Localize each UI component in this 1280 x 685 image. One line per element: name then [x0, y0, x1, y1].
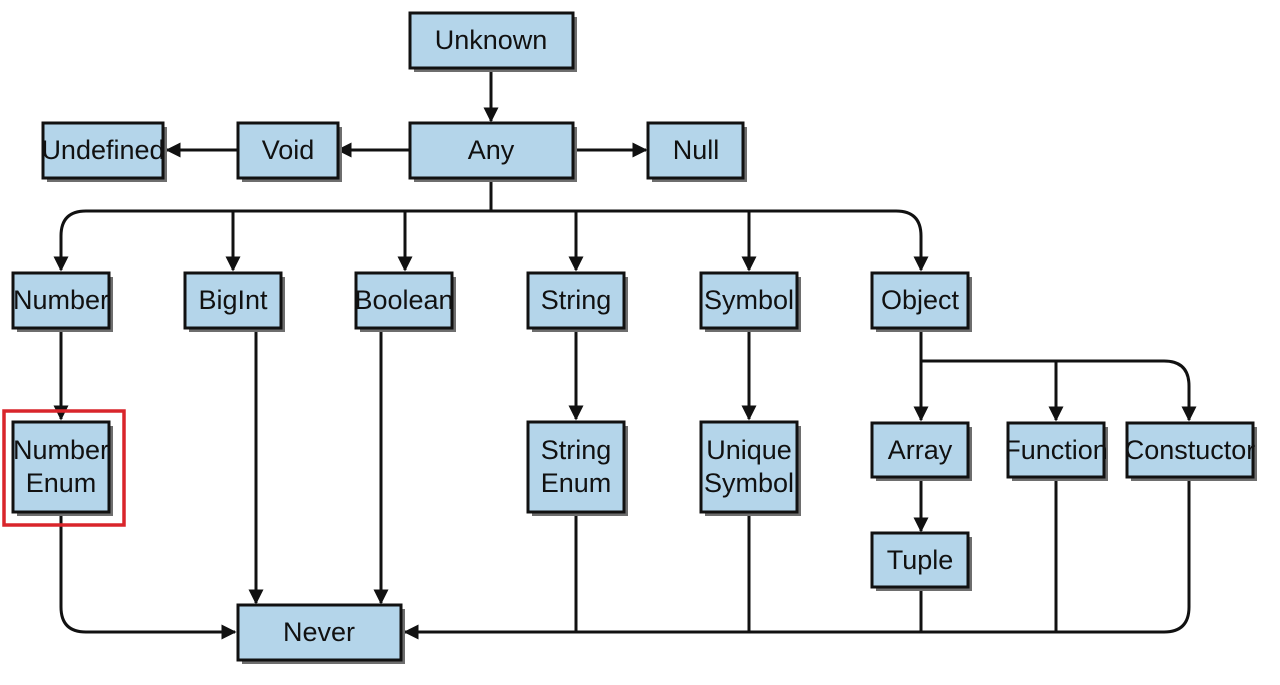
node-array-label: Array — [888, 435, 953, 465]
edge-object-branch — [919, 328, 1191, 420]
node-string: String — [526, 271, 628, 332]
node-any: Any — [408, 121, 577, 182]
node-void-label: Void — [262, 135, 315, 165]
node-number-enum: Number Enum — [11, 420, 113, 516]
node-array: Array — [870, 421, 972, 481]
node-never-label: Never — [283, 617, 355, 647]
node-function: Function — [1004, 421, 1108, 481]
node-object-label: Object — [881, 285, 960, 315]
node-string-enum-line2: Enum — [541, 468, 612, 498]
node-bigint-label: BigInt — [198, 285, 268, 315]
node-unique-symbol-line2: Symbol — [704, 468, 794, 498]
node-string-label: String — [541, 285, 612, 315]
node-number-enum-line2: Enum — [26, 468, 97, 498]
edges — [53, 68, 1197, 640]
node-bigint: BigInt — [183, 271, 285, 332]
highlight-frame — [2, 409, 126, 527]
node-number-label: Number — [13, 285, 109, 315]
node-tuple-label: Tuple — [887, 545, 954, 575]
node-symbol-label: Symbol — [704, 285, 794, 315]
node-object: Object — [870, 271, 972, 332]
node-null-label: Null — [673, 135, 720, 165]
node-unknown: Unknown — [408, 11, 577, 72]
node-any-label: Any — [468, 135, 515, 165]
node-unknown-label: Unknown — [435, 25, 548, 55]
node-constructor: Constuctor — [1125, 421, 1257, 481]
node-boolean-label: Boolean — [354, 285, 453, 315]
node-string-enum: String Enum — [526, 420, 628, 516]
node-undefined: Undefined — [41, 121, 167, 182]
node-symbol: Symbol — [699, 271, 801, 332]
node-string-enum-line1: String — [541, 435, 612, 465]
node-number-enum-line1: Number — [13, 435, 109, 465]
node-unique-symbol: Unique Symbol — [699, 420, 801, 516]
edge-bus — [59, 209, 923, 270]
node-boolean: Boolean — [354, 271, 456, 332]
edge-numberenum-never — [59, 512, 237, 640]
node-undefined-label: Undefined — [41, 135, 164, 165]
edge-right-never-bus — [403, 477, 1191, 640]
node-null: Null — [646, 121, 747, 182]
node-void: Void — [236, 121, 342, 182]
node-never: Never — [236, 603, 405, 664]
node-function-label: Function — [1004, 435, 1108, 465]
node-tuple: Tuple — [870, 531, 972, 591]
node-number: Number — [11, 271, 113, 332]
node-constructor-label: Constuctor — [1125, 435, 1256, 465]
node-unique-symbol-line1: Unique — [706, 435, 792, 465]
